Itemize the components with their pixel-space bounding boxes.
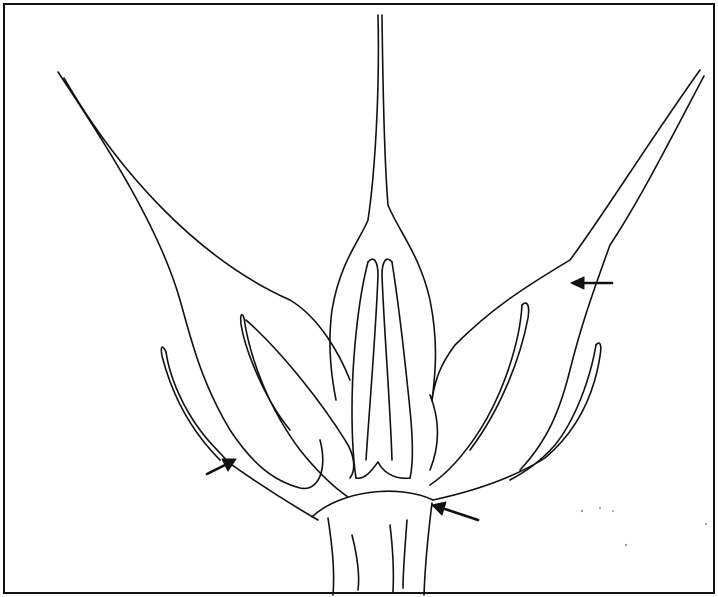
sepal-center-right xyxy=(382,15,436,400)
petal-left-far xyxy=(166,352,228,462)
pedicel xyxy=(328,503,432,595)
sepal-left-inner-edge xyxy=(64,78,350,380)
petal-right-inner xyxy=(430,305,522,485)
petal-right-far xyxy=(510,345,596,480)
petal-left-mid-inner xyxy=(241,315,290,430)
arrow-upper-right xyxy=(571,277,612,289)
arrow-lower-left xyxy=(207,459,236,474)
figure-frame xyxy=(4,4,714,593)
petal-center-1b xyxy=(366,259,378,460)
petal-right-inner-c xyxy=(430,395,438,470)
receptacle xyxy=(312,491,433,517)
petal-center-2b xyxy=(382,259,392,460)
rim-right xyxy=(433,458,545,500)
arrow-lower-center xyxy=(432,502,478,520)
petal-center-1 xyxy=(352,262,368,478)
pedicel-stripe-2 xyxy=(390,525,393,592)
pedicel-stripe-1 xyxy=(352,535,359,590)
petal-center-base xyxy=(356,462,410,478)
sepal-center xyxy=(330,15,378,400)
pedicel-stripe-3 xyxy=(403,520,407,588)
paper-specks xyxy=(581,507,707,546)
sepal-right xyxy=(432,70,700,400)
petal-left-inner xyxy=(246,320,354,478)
rim-left xyxy=(225,460,318,520)
petal-center-2 xyxy=(392,262,412,478)
